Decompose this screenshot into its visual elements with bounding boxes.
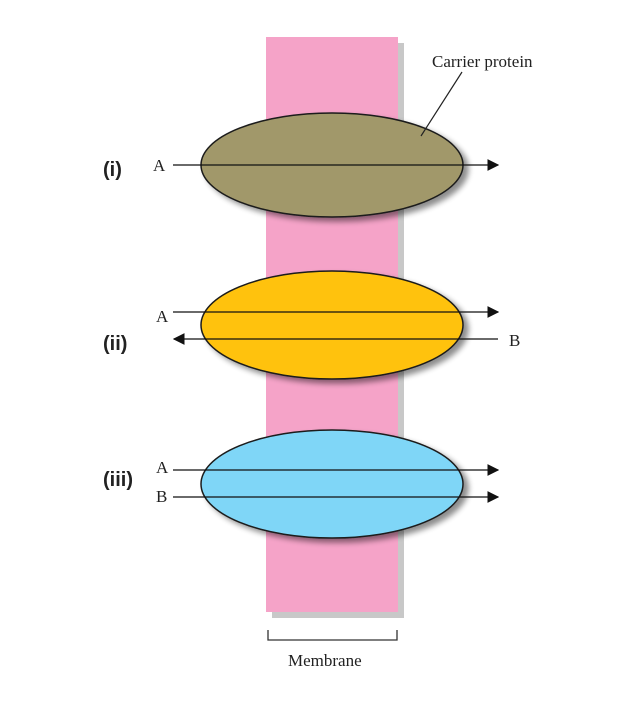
panel-numeral-iii: (iii) bbox=[103, 469, 133, 491]
panel-numeral-i: (i) bbox=[103, 159, 122, 181]
carrier-protein-callout: Carrier protein bbox=[420, 52, 533, 137]
label-i-a: A bbox=[153, 156, 166, 175]
carrier-protein-label: Carrier protein bbox=[432, 52, 533, 71]
callout-leader-line bbox=[420, 71, 463, 137]
membrane-label: Membrane bbox=[288, 651, 362, 670]
membrane-callout: Membrane bbox=[267, 630, 398, 670]
panel-numeral-ii: (ii) bbox=[103, 333, 127, 355]
carrier-protein-iii-shape bbox=[200, 429, 464, 539]
membrane-bracket bbox=[267, 630, 398, 641]
label-iii-a: A bbox=[156, 458, 169, 477]
carrier-protein-ii-shape bbox=[200, 270, 464, 380]
label-iii-b: B bbox=[156, 487, 167, 506]
arrows bbox=[172, 159, 500, 503]
label-ii-a: A bbox=[156, 307, 169, 326]
carrier-protein-iii bbox=[200, 429, 464, 539]
carrier-protein-ii bbox=[200, 270, 464, 380]
label-ii-b: B bbox=[509, 331, 520, 350]
